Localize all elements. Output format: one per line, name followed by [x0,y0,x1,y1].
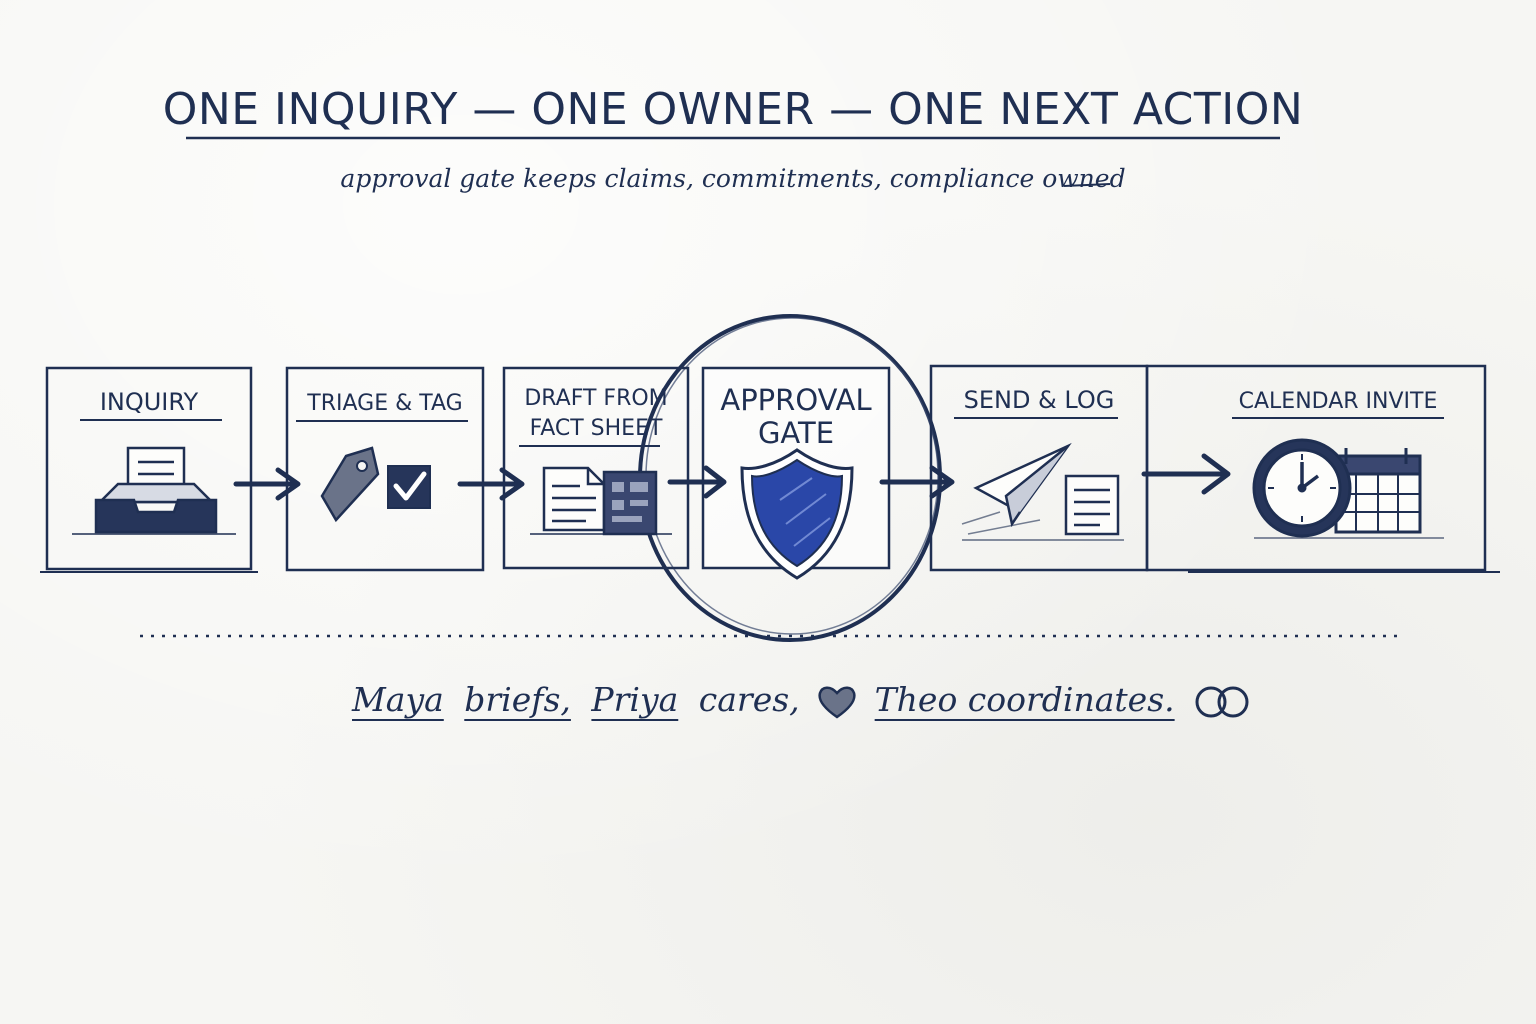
verb-briefs: briefs, [464,680,571,719]
step-box-calendar [1145,364,1487,572]
arrow-2 [457,467,525,501]
subtitle-flourish [1063,183,1111,187]
verb-cares: cares, [698,680,800,719]
arrow-1 [233,467,301,501]
name-priya: Priya [591,680,679,719]
team-roles-sentence: Maya briefs, Priya cares, Theo coordinat… [352,680,1257,722]
page-subtitle: approval gate keeps claims, commitments,… [340,164,1126,193]
clock-calendar-icon [1252,438,1444,539]
heart-icon [818,686,856,719]
rings-icon [1195,686,1249,718]
name-maya: Maya [352,680,444,719]
arrow-4 [879,465,955,499]
paper-plane-icon [961,442,1124,541]
page-title: ONE INQUIRY — ONE OWNER — ONE NEXT ACTIO… [162,84,1304,135]
shield-icon [740,448,854,580]
step-label-triage: TRIAGE & TAG [307,391,463,416]
inbox-tray-icon [72,446,236,535]
arrow-3 [667,465,727,499]
step-box-triage [285,366,485,572]
document-factsheet-icon [530,466,672,536]
step-box-draft [502,366,690,570]
step-label-send: SEND & LOG [963,386,1115,414]
step-box-inquiry [45,366,253,571]
arrow-5 [1141,453,1231,495]
name-theo: Theo coordinates. [874,680,1175,719]
step-label-calendar: CALENDAR INVITE [1238,389,1438,414]
tag-checkbox-icon [320,446,431,523]
step-label-inquiry: INQUIRY [99,388,199,416]
